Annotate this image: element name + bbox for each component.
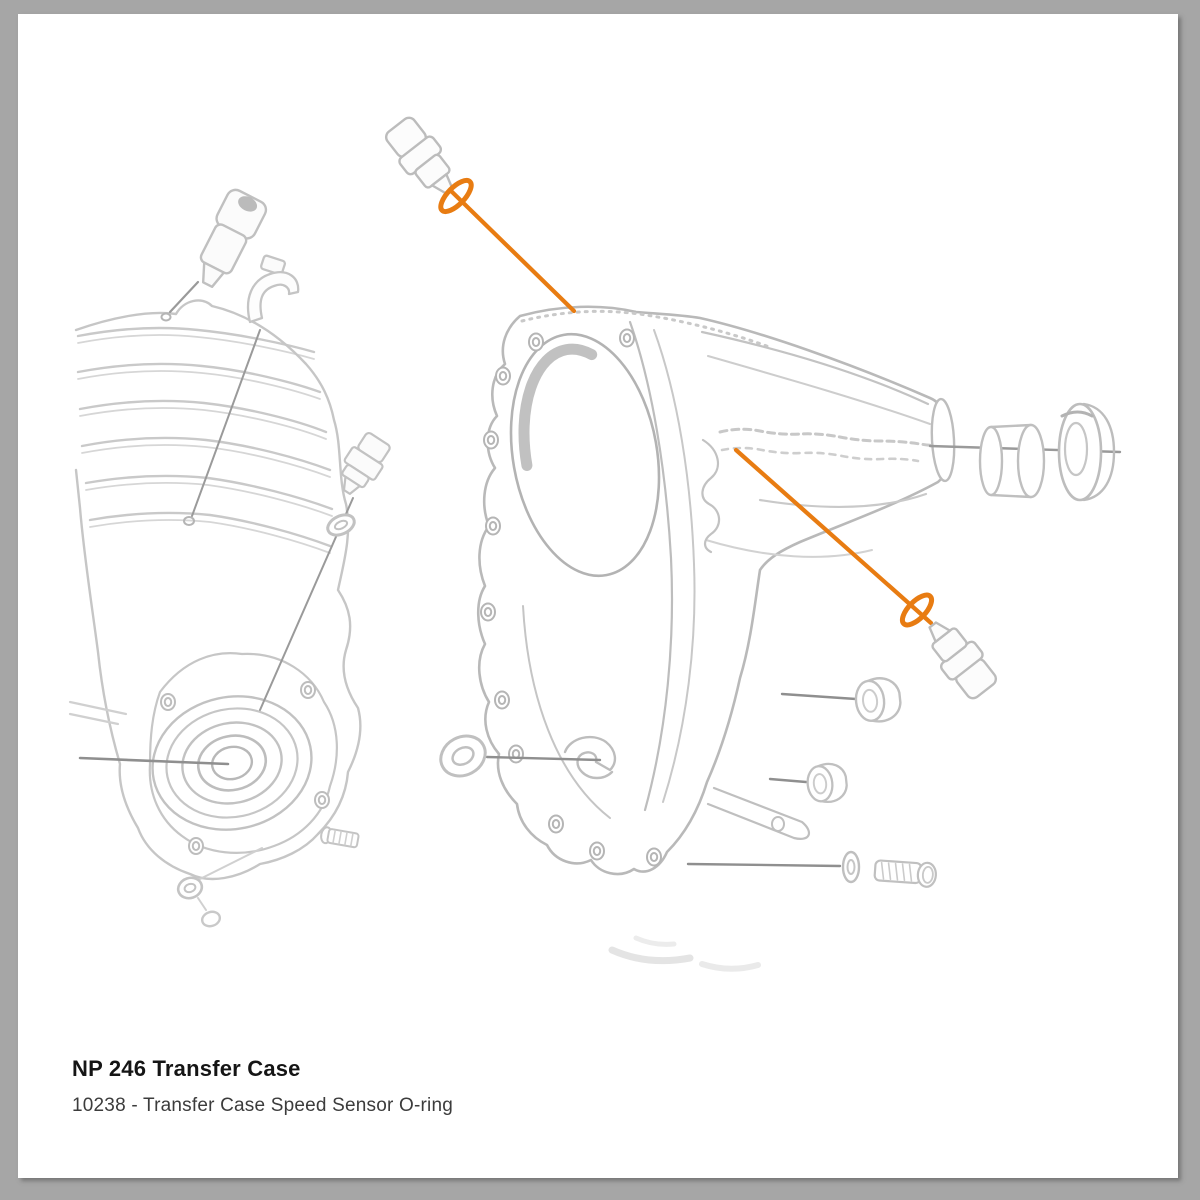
- transfer-case-front-half-drawing: [68, 188, 391, 928]
- highlight-leader-top: [444, 184, 577, 314]
- case-front-opening: [509, 332, 661, 578]
- flange-bolt-holes: [480, 328, 662, 867]
- leader-line: [78, 756, 230, 766]
- leader-line: [686, 862, 842, 868]
- transfer-case-rear-half-drawing: [439, 305, 1122, 888]
- small-bolt: [320, 826, 360, 849]
- highlighted-part-label: 10238 - Transfer Case Speed Sensor O-rin…: [72, 1095, 454, 1116]
- leader-line: [780, 692, 858, 701]
- caption: NP 246 Transfer Case 10238 - Transfer Ca…: [72, 1056, 453, 1117]
- rear-output-parts: [928, 402, 1122, 502]
- highlight-leader-bottom: [733, 447, 934, 626]
- ground-shadows: [608, 935, 761, 972]
- leader-line: [168, 280, 200, 314]
- leader-line: [485, 755, 602, 762]
- speed-sensor-oring-top: [438, 177, 474, 215]
- drain-plug-seal-drawing: [439, 734, 487, 778]
- fill-plug-drawing: [199, 188, 268, 289]
- breather-elbow-drawing: [246, 254, 300, 324]
- speed-sensor-oring-bottom: [899, 592, 935, 628]
- small-gray-oring: [326, 513, 356, 537]
- cup-plug-lower: [806, 762, 848, 803]
- speed-sensor-bottom-drawing: [915, 610, 1003, 705]
- diagram-title: NP 246 Transfer Case: [72, 1056, 301, 1081]
- case-bolt-and-washer: [686, 850, 937, 888]
- small-parts-bottom-left: [176, 826, 360, 928]
- leader-line: [191, 329, 261, 517]
- leader-line: [768, 777, 808, 784]
- front-output-bearing-bore: [78, 652, 338, 855]
- cup-plug-upper: [854, 677, 902, 723]
- output-seal: [1057, 402, 1116, 502]
- output-bushing: [978, 423, 1046, 499]
- vacuum-switch-drawing: [341, 431, 391, 495]
